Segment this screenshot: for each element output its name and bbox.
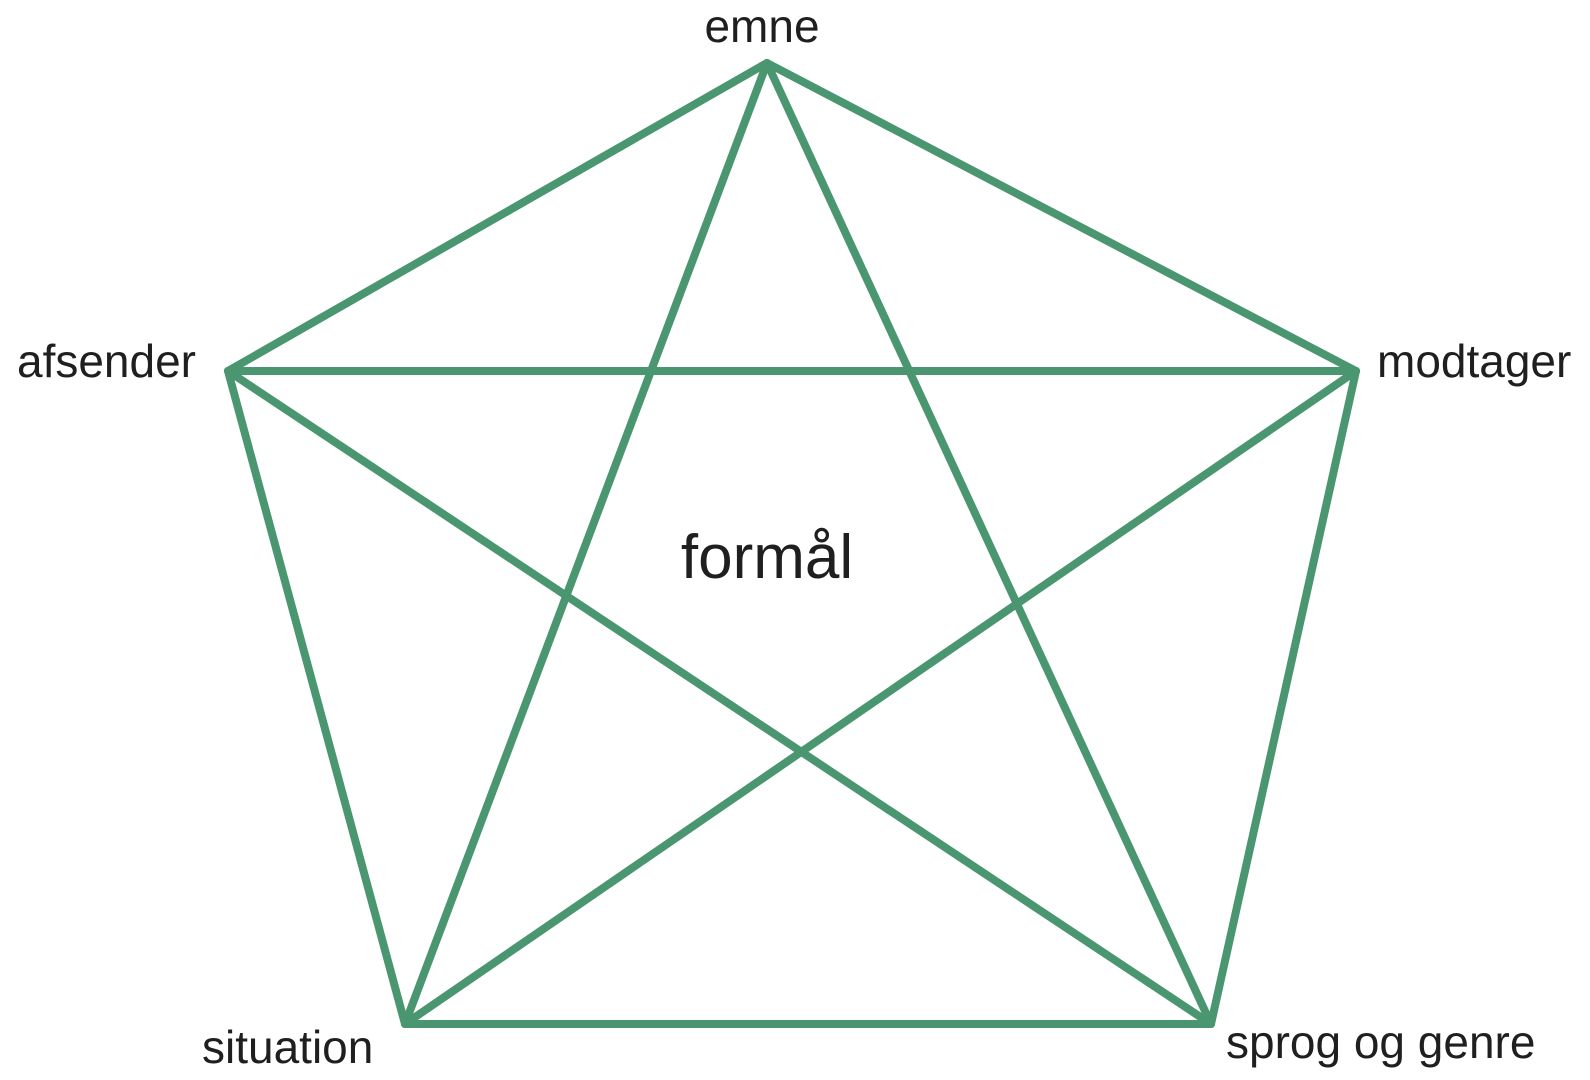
- label-lower-right: sprog og genre: [1226, 1016, 1535, 1068]
- edge-upper-right-to-lower-left: [401, 367, 1360, 1028]
- edge-lower-left-to-upper-left: [224, 367, 409, 1028]
- edge-top-to-lower-right: [763, 59, 1215, 1028]
- edge-top-to-lower-left: [401, 59, 771, 1028]
- center-label: formål: [681, 523, 853, 592]
- edge-upper-right-to-lower-right: [1207, 367, 1360, 1028]
- label-upper-right: modtager: [1377, 335, 1571, 387]
- edge-upper-left-to-top: [224, 59, 771, 375]
- edge-upper-left-to-lower-right: [224, 367, 1215, 1028]
- label-lower-left: situation: [202, 1021, 373, 1073]
- label-upper-left: afsender: [17, 335, 196, 387]
- edge-top-to-upper-right: [763, 59, 1360, 375]
- label-top: emne: [704, 0, 819, 52]
